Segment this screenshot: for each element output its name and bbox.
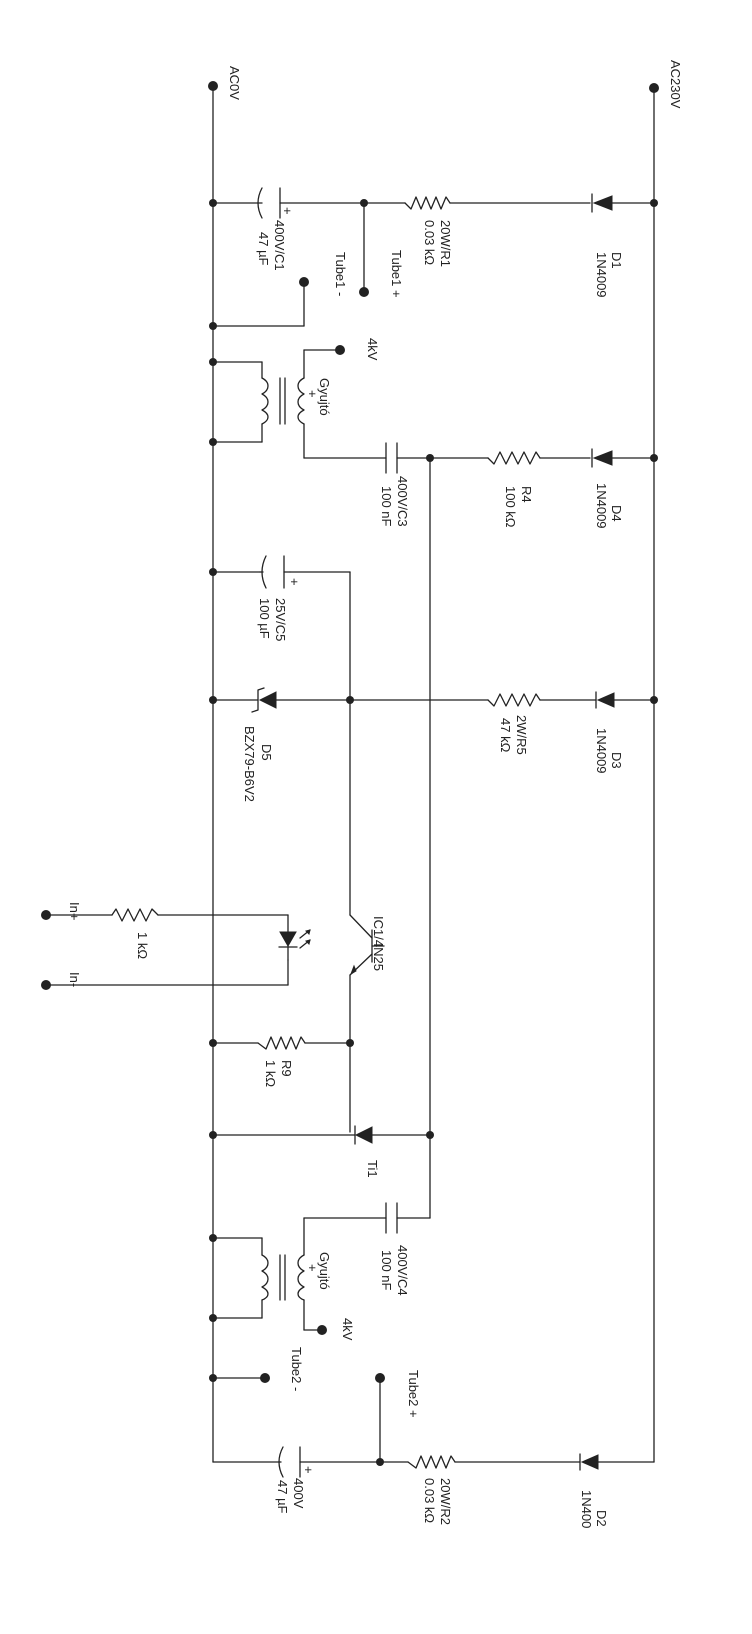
rail-ac0v [208, 81, 218, 1463]
label-ign2-plus: + [305, 1264, 320, 1272]
label-c1-value: 47 µF [256, 232, 271, 266]
label-4kv-1: 4kV [365, 338, 380, 361]
diode-d2-symbol [579, 1453, 599, 1471]
label-d2-part: 1N400 [579, 1490, 594, 1528]
label-ac0v: AC0V [227, 66, 242, 100]
label-r1-value: 0.03 kΩ [422, 220, 437, 265]
ignitor-transformer-2 [209, 1234, 327, 1335]
label-ti1: Ti1 [365, 1160, 380, 1178]
resistor-r4-symbol [487, 451, 541, 465]
capacitor-c5-symbol [259, 555, 291, 589]
label-d4-name: D4 [609, 505, 624, 522]
diode-d1-symbol [591, 193, 613, 213]
capacitor-c3-symbol [385, 442, 398, 474]
label-4kv-2: 4kV [340, 1318, 355, 1341]
ignitor-transformer-1 [209, 345, 345, 446]
zener-d5-symbol [251, 687, 277, 713]
resistor-r5-symbol [487, 693, 541, 707]
branch-4 [209, 1373, 655, 1466]
label-c3-spec: 400V/C3 [395, 476, 410, 527]
label-in-plus: In+ [67, 902, 82, 920]
label-r1-spec: 20W/R1 [438, 220, 453, 267]
branch-3 [209, 568, 658, 1133]
label-c4-value: 100 nF [379, 1250, 394, 1291]
branch-1 [209, 199, 658, 330]
label-c4-spec: 400V/C4 [395, 1245, 410, 1296]
label-c1-spec: 400V/C1 [272, 220, 287, 271]
label-tube2-minus: Tube2 - [289, 1347, 304, 1391]
label-tube1-minus: Tube1 - [333, 252, 348, 296]
capacitor-c4-symbol [385, 1202, 398, 1234]
label-c3-value: 100 nF [379, 486, 394, 527]
label-c5-spec: 25V/C5 [273, 598, 288, 641]
label-r9-name: R9 [279, 1060, 294, 1077]
label-d4-part: 1N4009 [594, 483, 609, 529]
branch-r9 [209, 1036, 351, 1050]
label-tube1-plus: Tube1 + [389, 250, 404, 298]
label-r4-name: R4 [519, 486, 534, 503]
label-ac230v: AC230V [668, 60, 683, 109]
label-c5-plus: + [287, 578, 302, 586]
diode-d3-symbol [595, 691, 615, 709]
branch-c4 [303, 1217, 431, 1256]
label-c5-value: 100 µF [257, 598, 272, 639]
label-d1-name: D1 [609, 252, 624, 269]
capacitor-c2-symbol [278, 1446, 301, 1478]
label-r5-value: 47 kΩ [498, 718, 513, 753]
label-d1-part: 1N4009 [594, 252, 609, 298]
label-c2-value: 47 µF [275, 1480, 290, 1514]
label-d3-name: D3 [609, 752, 624, 769]
label-gyujto-2: Gyujtó [317, 1252, 332, 1290]
label-c2-plus: + [301, 1466, 316, 1474]
label-r-in-value: 1 kΩ [135, 932, 150, 959]
label-r9-value: 1 kΩ [263, 1060, 278, 1087]
label-r2-value: 0.03 kΩ [422, 1478, 437, 1523]
label-r5-spec: 2W/R5 [514, 715, 529, 755]
label-gyujto-1: Gyujtó [317, 378, 332, 416]
optocoupler-ic1 [278, 914, 385, 986]
diode-d4-symbol [591, 448, 613, 468]
label-tube2-plus: Tube2 + [406, 1370, 421, 1418]
label-ign1-plus: + [305, 390, 320, 398]
rail-ac230v [649, 83, 659, 1463]
label-d2-name: D2 [594, 1510, 609, 1527]
resistor-r2-symbol [407, 1455, 456, 1469]
label-d3-part: 1N4009 [594, 728, 609, 774]
label-d5-name: D5 [259, 744, 274, 761]
label-r2-spec: 20W/R2 [438, 1478, 453, 1525]
label-c1-plus: + [280, 207, 295, 215]
resistor-r1-symbol [404, 196, 451, 210]
label-in-minus: In- [67, 972, 82, 987]
branch-2 [303, 423, 658, 1219]
capacitor-c1-symbol [257, 187, 281, 219]
label-ic1: IC1/4N25 [371, 916, 386, 971]
label-c2-spec: 400V [291, 1478, 306, 1509]
label-d5-part: BZX79-B6V2 [242, 726, 257, 802]
input-wiring [41, 908, 289, 990]
label-r4-value: 100 kΩ [503, 486, 518, 528]
triac-ti1 [209, 1125, 434, 1145]
